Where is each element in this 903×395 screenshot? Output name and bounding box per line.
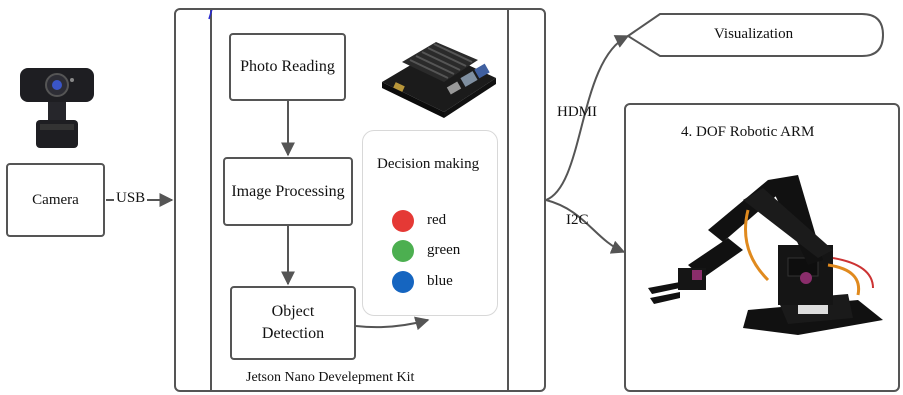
green-label: green [427,242,461,258]
detection-to-decision-arrow [355,316,430,331]
visualization-label: Visualization [714,26,794,42]
robotic-arm-label: 4. DOF Robotic ARM [681,124,815,140]
red-dot-icon [392,210,414,232]
hdmi-label: HDMI [557,104,597,120]
decision-title: Decision making [377,156,480,172]
robotic-arm-box [624,103,900,392]
i2c-label: I2C [566,212,589,228]
webcam-icon [18,62,96,154]
blue-dot-icon [392,271,414,293]
red-label: red [427,212,447,228]
photo-reading-label: Photo Reading [240,58,335,75]
jetson-kit-box [174,8,546,392]
decision-panel [362,130,498,316]
robotic-arm-icon [648,170,888,340]
i2c-arrow [545,199,626,254]
object-detection-box: Object Detection [230,286,356,360]
image-processing-label: Image Processing [231,182,345,200]
image-processing-box: Image Processing [223,157,353,226]
usb-label: USB [114,190,148,207]
blue-label: blue [427,273,453,289]
jetson-board-icon [374,20,504,120]
jetson-kit-label: Jetson Nano Develepment Kit [246,370,415,385]
camera-label: Camera [32,191,79,208]
green-dot-icon [392,240,414,262]
visualization-shape [626,13,885,57]
camera-box: Camera [6,163,105,237]
hdmi-arrow [545,35,630,201]
object-detection-label: Object Detection [261,303,325,342]
photo-reading-box: Photo Reading [229,33,346,101]
